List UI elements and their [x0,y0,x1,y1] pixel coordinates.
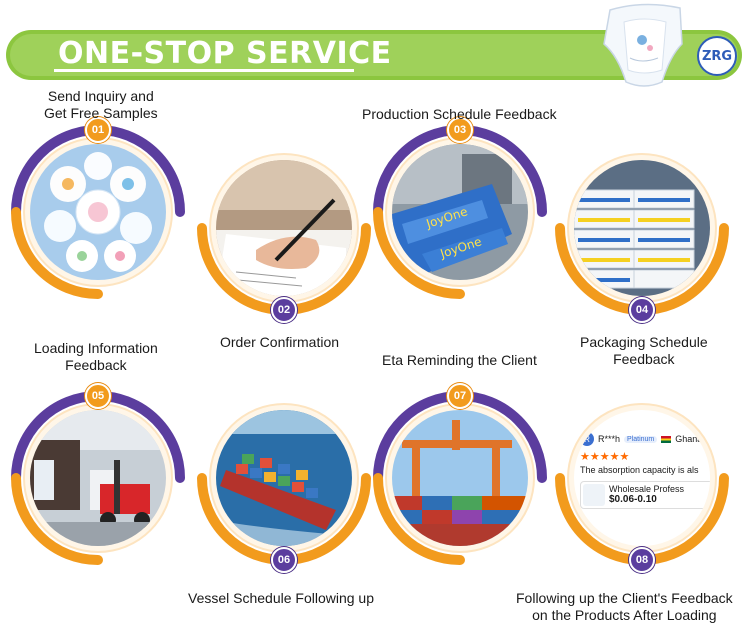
step-04: 04 [552,138,732,323]
step-05: 05 [8,383,188,568]
step-06-badge: 06 [271,547,297,573]
step-01-badge: 01 [85,117,111,143]
ghana-flag-icon [661,435,672,443]
ring-arc-secondary [373,207,465,299]
page-title: ONE-STOP SERVICE [58,36,392,71]
review-header: R R***h Platinum Ghana [580,430,710,448]
platinum-badge: Platinum [624,435,658,443]
product-thumbnail [583,484,605,506]
signing-photo [216,160,352,296]
step-03-badge: 03 [447,117,473,143]
avatar: R [580,432,594,446]
review-stars: ★★★★★ [580,451,630,463]
step-02-badge: 02 [271,297,297,323]
review-text: The absorption capacity is als [580,465,699,475]
step-02-label: Order Confirmation [220,334,340,350]
loading-photo [30,410,166,546]
step-07-label: Eta Reminding the Client [382,352,537,368]
title-underline [54,69,354,72]
brand-logo: ZRG [697,36,737,76]
step-05-badge: 05 [85,383,111,409]
ring-arc-secondary [11,207,103,299]
step-06: 06 [194,388,374,573]
step-04-badge: 04 [629,297,655,323]
port-photo [392,410,528,546]
review-user: R***h [598,434,621,444]
product-price: $0.06-0.10 [609,494,657,505]
step-07: 07 [370,383,550,568]
packaging-photo [574,160,710,296]
step-03: JoyOne JoyOne 03 [370,117,550,302]
ring-arc-secondary [11,473,103,565]
review-country: Ghana [675,434,703,444]
step-02: 02 [194,138,374,323]
review-card: R R***h Platinum Ghana ★★★★★ The absorpt… [580,430,710,540]
production-photo: JoyOne JoyOne [392,144,528,280]
product-name: Wholesale Profess [609,484,685,494]
diaper-image [603,3,683,87]
ring-arc-secondary [373,473,465,565]
step-08-badge: 08 [629,547,655,573]
step-07-badge: 07 [447,383,473,409]
step-08: R R***h Platinum Ghana ★★★★★ The absorpt… [552,388,732,573]
samples-photo [30,144,166,280]
vessel-photo [216,410,352,546]
step-01: 01 [8,117,188,302]
feedback-photo: R R***h Platinum Ghana ★★★★★ The absorpt… [574,410,710,546]
step-03-label: Production Schedule Feedback [362,106,557,122]
step-06-label: Vessel Schedule Following up [188,590,375,606]
product-card: Wholesale Profess $0.06-0.10 [580,481,710,509]
